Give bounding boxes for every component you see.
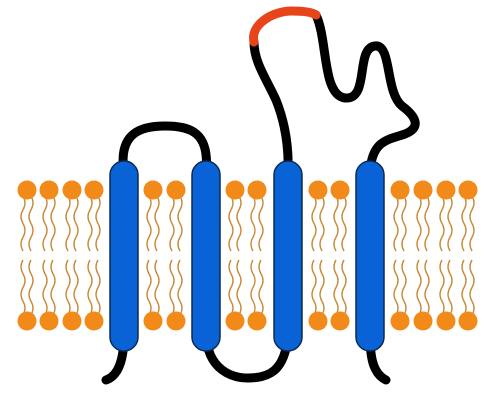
lipid-head — [62, 180, 82, 200]
lipid-tail — [416, 259, 422, 316]
lipid-head — [330, 180, 350, 200]
lipid-tail — [250, 195, 256, 252]
lipid-head — [62, 311, 82, 331]
lipid-tail — [236, 195, 242, 252]
lipid-tail — [416, 195, 422, 252]
lipid-head — [166, 180, 186, 200]
lipid-tail — [439, 259, 445, 316]
lipid-head — [17, 311, 37, 331]
lipid-head — [413, 311, 433, 331]
lipid-tail — [154, 259, 160, 316]
lipid-tail — [87, 195, 93, 252]
lipid-tail — [146, 195, 152, 252]
lipid-head — [39, 180, 59, 200]
lipid-head — [84, 311, 104, 331]
lipid-head — [225, 180, 245, 200]
lipid-tail — [439, 195, 445, 252]
protein-chain — [101, 6, 420, 385]
lipid-head — [308, 180, 328, 200]
lipid-head — [308, 311, 328, 331]
lipid-tail — [146, 259, 152, 316]
lipid-tail — [461, 195, 467, 252]
lipid-tail — [333, 195, 339, 252]
lipid-head — [84, 180, 104, 200]
lipid-tail — [311, 195, 317, 252]
lipid-head — [143, 311, 163, 331]
lipid-head — [413, 180, 433, 200]
lipid-tail — [424, 259, 430, 316]
lipid-tail — [20, 259, 26, 316]
transmembrane-helix-1 — [109, 160, 139, 352]
lipid-tail — [177, 259, 183, 316]
lipid-head — [17, 180, 37, 200]
lipid-tail — [469, 195, 475, 252]
lipid-tail — [250, 259, 256, 316]
lipid-head — [143, 180, 163, 200]
lipid-head — [225, 311, 245, 331]
lipid-tail — [447, 259, 453, 316]
transmembrane-helix-3 — [273, 160, 303, 352]
lipid-tail — [401, 195, 407, 252]
lipid-tail — [319, 259, 325, 316]
lipid-head — [247, 180, 267, 200]
highlighted-loop-segment — [249, 6, 321, 47]
lipid-tail — [20, 195, 26, 252]
lipid-tail — [65, 259, 71, 316]
lipid-head — [247, 311, 267, 331]
lipid-tail — [50, 259, 56, 316]
lipid-tail — [401, 259, 407, 316]
lipid-tail — [28, 259, 34, 316]
lipid-tail — [73, 259, 79, 316]
lipid-head — [390, 311, 410, 331]
lipid-tail — [228, 259, 234, 316]
lipid-head — [166, 311, 186, 331]
lipid-tail — [228, 195, 234, 252]
lipid-tail — [87, 259, 93, 316]
lipid-tail — [169, 259, 175, 316]
lipid-tail — [73, 195, 79, 252]
lipid-tail — [341, 259, 347, 316]
extracellular-loop-2-arm — [311, 10, 420, 177]
lipid-tail — [424, 195, 430, 252]
lipid-tail — [169, 195, 175, 252]
lipid-tail — [95, 195, 101, 252]
transmembrane-helix-4 — [355, 160, 385, 352]
transmembrane-helix-2 — [191, 160, 221, 352]
lipid-tail — [469, 259, 475, 316]
lipid-tail — [341, 195, 347, 252]
lipid-tail — [154, 195, 160, 252]
lipid-tail — [42, 195, 48, 252]
lipid-tail — [311, 259, 317, 316]
lipid-tail — [50, 195, 56, 252]
lipid-tail — [177, 195, 183, 252]
lipid-head — [458, 311, 478, 331]
lipid-tail — [236, 259, 242, 316]
lipid-tail — [258, 259, 264, 316]
intracellular-loop-1 — [201, 330, 293, 383]
lipid-head — [458, 180, 478, 200]
extracellular-loop-1 — [118, 121, 211, 177]
lipid-head — [330, 311, 350, 331]
lipid-bilayer — [17, 180, 478, 331]
lipid-tail — [95, 259, 101, 316]
lipid-tail — [393, 259, 399, 316]
transmembrane-helices — [109, 160, 385, 352]
lipid-head — [390, 180, 410, 200]
lipid-tail — [447, 195, 453, 252]
lipid-tail — [319, 195, 325, 252]
extracellular-loop-2 — [249, 37, 293, 177]
lipid-tail — [461, 259, 467, 316]
lipid-tail — [393, 195, 399, 252]
lipid-tail — [258, 195, 264, 252]
lipid-head — [436, 180, 456, 200]
lipid-head — [436, 311, 456, 331]
lipid-tail — [42, 259, 48, 316]
lipid-tail — [65, 195, 71, 252]
lipid-head — [39, 311, 59, 331]
lipid-tail — [333, 259, 339, 316]
lipid-tail — [28, 195, 34, 252]
